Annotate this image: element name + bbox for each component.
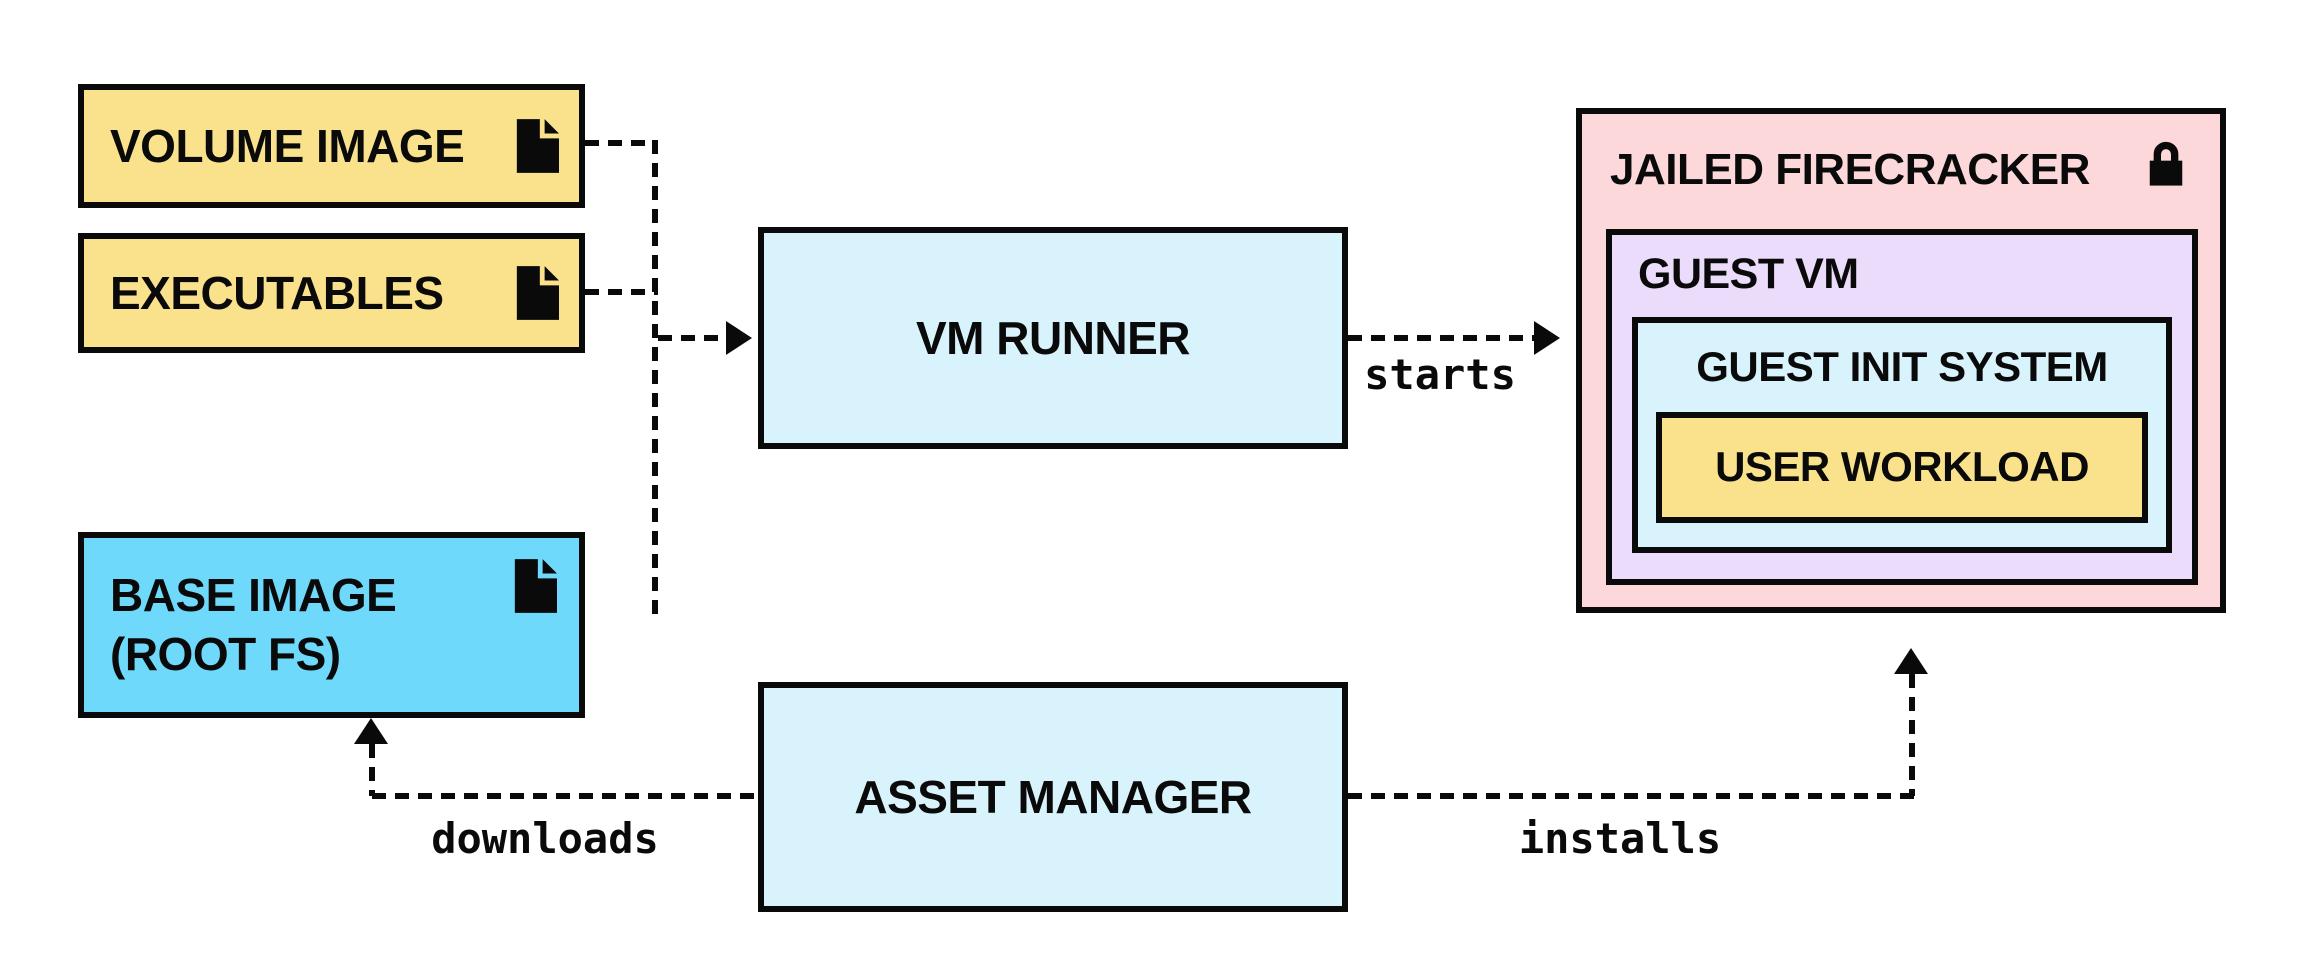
arrowhead-into-vm-runner — [726, 321, 752, 355]
node-label-line2: (ROOT FS) — [110, 628, 341, 680]
node-label: GUEST INIT SYSTEM — [1696, 342, 2108, 390]
edge-label-downloads: downloads — [431, 814, 659, 863]
arrowhead-installs — [1894, 648, 1928, 674]
node-label: JAILED FIRECRACKER — [1610, 144, 2090, 194]
arrowhead-downloads — [354, 718, 388, 744]
node-user-workload: USER WORKLOAD — [1656, 412, 2148, 523]
edge-assets-trunk-line — [652, 140, 658, 618]
edge-downloads-line — [372, 793, 758, 799]
file-icon — [513, 118, 559, 174]
node-label: VOLUME IMAGE — [110, 119, 465, 172]
node-label: BASE IMAGE (ROOT FS) — [110, 566, 397, 684]
edge-executables-to-runner-line — [585, 289, 658, 295]
edge-volume-to-runner-line — [585, 140, 658, 146]
node-base-image: BASE IMAGE (ROOT FS) — [78, 532, 585, 718]
node-guest-init-system: GUEST INIT SYSTEM USER WORKLOAD — [1632, 317, 2172, 553]
edge-into-vm-runner-line — [658, 335, 726, 341]
node-label: VM RUNNER — [915, 311, 1191, 364]
node-label: USER WORKLOAD — [1715, 443, 2089, 491]
node-volume-image: VOLUME IMAGE — [78, 84, 585, 208]
file-icon — [511, 558, 557, 614]
node-label: GUEST VM — [1638, 250, 1859, 299]
node-guest-vm: GUEST VM GUEST INIT SYSTEM USER WORKLOAD — [1606, 229, 2198, 585]
edge-label-starts: starts — [1364, 350, 1516, 399]
node-label: EXECUTABLES — [110, 266, 444, 319]
node-jailed-firecracker: JAILED FIRECRACKER GUEST VM GUEST INIT S… — [1576, 108, 2226, 613]
node-executables: EXECUTABLES — [78, 233, 585, 353]
edge-installs-line — [1348, 793, 1914, 799]
edge-installs-riser — [1909, 674, 1915, 796]
node-label: ASSET MANAGER — [854, 770, 1252, 823]
file-icon — [513, 265, 559, 321]
edge-downloads-riser — [369, 744, 375, 796]
lock-icon — [2140, 136, 2192, 194]
node-asset-manager: ASSET MANAGER — [758, 682, 1348, 912]
node-label-line1: BASE IMAGE — [110, 569, 397, 622]
node-vm-runner: VM RUNNER — [758, 227, 1348, 449]
edge-label-installs: installs — [1518, 814, 1722, 863]
arrowhead-starts — [1534, 321, 1560, 355]
edge-starts-line — [1348, 335, 1534, 341]
